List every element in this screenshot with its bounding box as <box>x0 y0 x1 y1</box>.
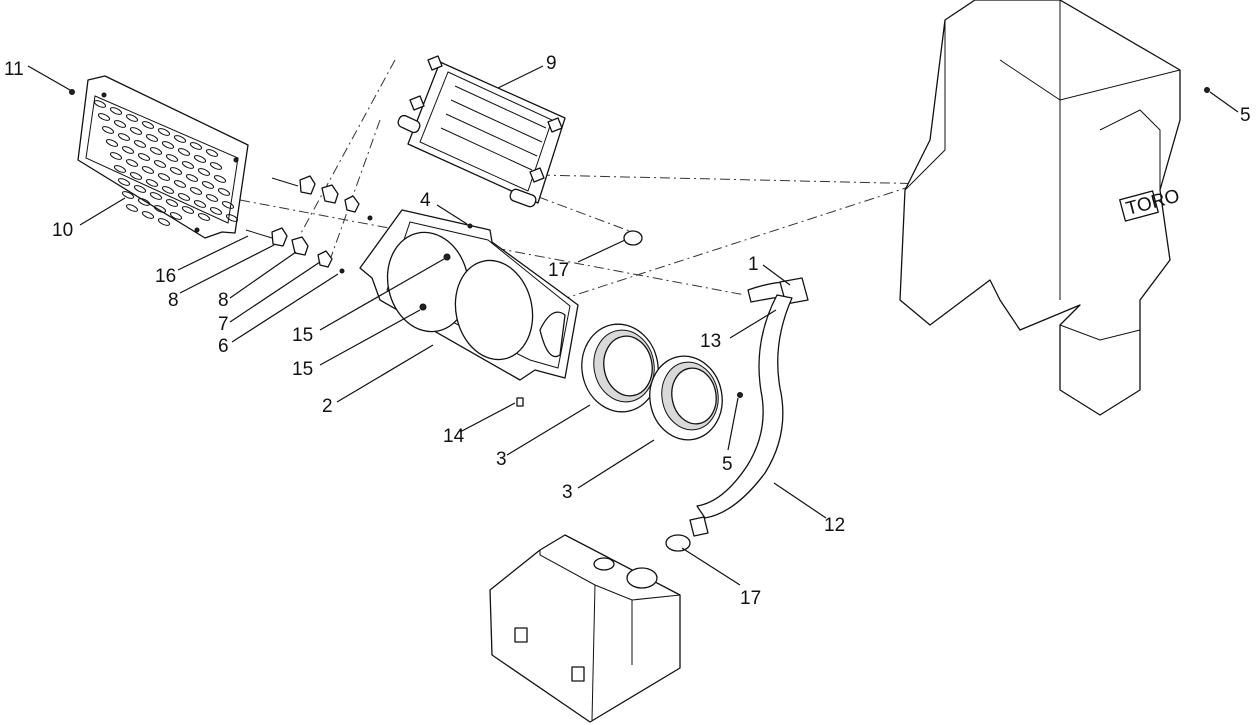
callout-16: 16 <box>155 266 176 287</box>
callout-6: 6 <box>218 336 229 357</box>
callout-17-lower: 17 <box>740 588 761 609</box>
screen-hole <box>149 147 163 155</box>
screen-hole <box>205 194 219 202</box>
bolt-5-fan <box>737 392 743 398</box>
fan-upper <box>581 323 659 413</box>
screen-hole <box>97 113 111 121</box>
callout-5-frame: 5 <box>1240 105 1251 126</box>
screen-hole <box>129 172 143 180</box>
screen-hole <box>193 155 207 163</box>
screen-hole <box>201 181 215 189</box>
screen-hole <box>161 186 175 194</box>
callout-15-upper: 15 <box>292 325 313 346</box>
screen-hole <box>213 175 227 183</box>
callout-2: 2 <box>322 396 333 417</box>
oil-tank <box>489 534 681 723</box>
screen-hole <box>93 100 107 108</box>
callout-10: 10 <box>52 220 73 241</box>
screen-hole <box>185 174 199 182</box>
screen-hole <box>141 211 155 219</box>
screen-hole <box>129 127 143 135</box>
machine-frame: TORO <box>899 0 1210 416</box>
callout-4: 4 <box>420 190 431 211</box>
screen-hole <box>197 213 211 221</box>
callout-7: 7 <box>218 314 229 335</box>
screen-hole <box>145 179 159 187</box>
screen-hole <box>121 191 135 199</box>
screen-hole <box>153 205 167 213</box>
screen-hole <box>177 193 191 201</box>
callout-3-lower: 3 <box>562 482 573 503</box>
screen-hole <box>117 133 131 141</box>
screen-hole <box>165 199 179 207</box>
screen-hole <box>189 142 203 150</box>
callout-8-right: 8 <box>218 290 229 311</box>
screen-hole <box>209 207 223 215</box>
screen-hole <box>133 140 147 148</box>
screen-hole <box>145 134 159 142</box>
screen-hole <box>157 128 171 136</box>
screen-hole <box>225 214 239 222</box>
screen-hole <box>157 218 171 226</box>
screen-hole <box>169 167 183 175</box>
callout-5-fan: 5 <box>722 454 733 475</box>
screen-hole <box>177 148 191 156</box>
screen-hole <box>101 126 115 134</box>
screen-hole <box>161 141 175 149</box>
screen-hole <box>113 165 127 173</box>
screen-hole <box>205 149 219 157</box>
screen-hole <box>193 200 207 208</box>
screen-hole <box>109 107 123 115</box>
leader-lines <box>27 65 1239 586</box>
callout-11: 11 <box>4 59 24 80</box>
bolt-14 <box>516 397 524 407</box>
screen-hole <box>109 152 123 160</box>
screen-hole <box>125 204 139 212</box>
screen-hole <box>113 120 127 128</box>
callout-numbers: 11 9 5 10 4 17 1 16 8 8 7 6 15 13 15 2 1… <box>4 53 1251 609</box>
screen-hole <box>157 173 171 181</box>
screen-hole <box>197 168 211 176</box>
screen-hole <box>209 162 223 170</box>
callout-12: 12 <box>824 515 845 536</box>
screen-hole <box>141 166 155 174</box>
callout-15-lower: 15 <box>292 359 313 380</box>
screen-hole <box>153 160 167 168</box>
screen-holes <box>93 100 239 226</box>
callout-14: 14 <box>443 426 465 447</box>
screen-hole <box>181 161 195 169</box>
screen-hole <box>173 180 187 188</box>
callout-17-upper: 17 <box>548 260 569 281</box>
callout-1: 1 <box>748 254 759 275</box>
screen-hole <box>133 185 147 193</box>
screen-hole <box>125 114 139 122</box>
oil-cooler <box>397 55 566 208</box>
fan-shroud <box>359 209 579 381</box>
callout-3-upper: 3 <box>496 449 507 470</box>
screen-hole <box>105 139 119 147</box>
callout-13: 13 <box>700 331 721 352</box>
screen-hole <box>181 206 195 214</box>
perforated-screen <box>77 75 249 239</box>
callout-8-left: 8 <box>168 290 179 311</box>
screen-hole <box>169 212 183 220</box>
callout-9: 9 <box>546 53 557 74</box>
screen-hole <box>121 146 135 154</box>
screen-hole <box>189 187 203 195</box>
screen-hole <box>141 121 155 129</box>
bolt-4 <box>467 223 473 229</box>
fan-lower <box>649 355 723 441</box>
hose-assembly <box>623 230 809 552</box>
screen-hole <box>137 198 151 206</box>
screen-hole <box>221 201 235 209</box>
screen-hole <box>217 188 231 196</box>
screen-hole <box>165 154 179 162</box>
screen-hole <box>125 159 139 167</box>
screen-hole <box>149 192 163 200</box>
screen-hole <box>173 135 187 143</box>
screen-hole <box>117 178 131 186</box>
screen-hole <box>137 153 151 161</box>
mounting-hardware <box>69 89 373 274</box>
